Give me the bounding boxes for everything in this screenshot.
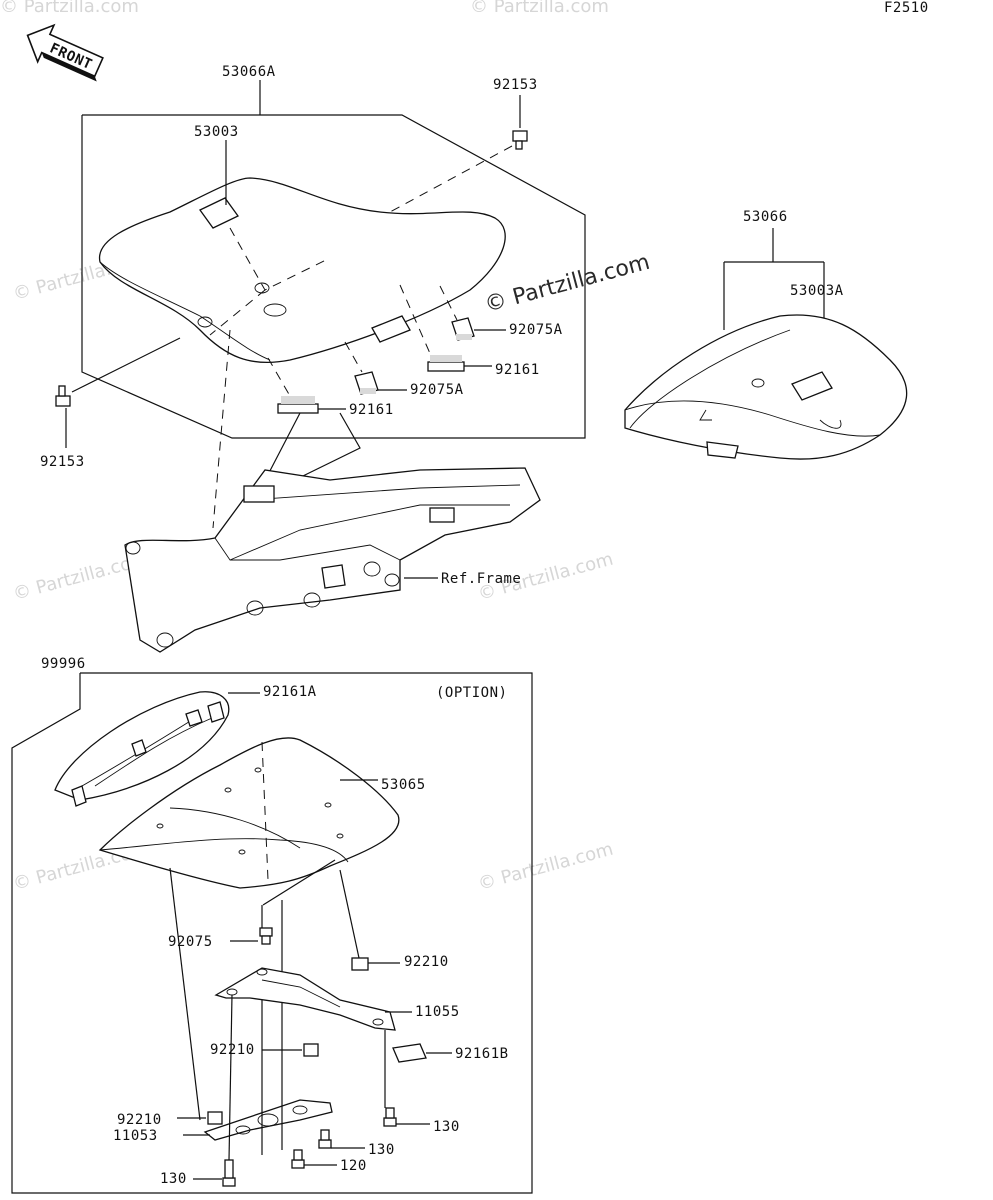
part-label-130-mid: 130 bbox=[368, 1142, 395, 1158]
dashed-seat-frame-left bbox=[212, 329, 231, 529]
front-arrow-icon: FRONT bbox=[26, 23, 104, 82]
lines-bolts bbox=[261, 1000, 283, 1155]
part-label-92153-top: 92153 bbox=[493, 77, 538, 93]
part-label-53066A: 53066A bbox=[222, 64, 276, 80]
bracket-11053 bbox=[203, 1099, 333, 1141]
part-label-120: 120 bbox=[340, 1158, 367, 1174]
part-label-130-bottom: 130 bbox=[160, 1171, 187, 1187]
part-label-11053: 11053 bbox=[113, 1128, 158, 1144]
line-cover-right bbox=[339, 869, 360, 959]
line-cover-left bbox=[169, 867, 201, 1121]
part-label-92161-center: 92161 bbox=[349, 402, 394, 418]
bolt-130-mid bbox=[318, 1129, 332, 1149]
pad-92161B bbox=[392, 1043, 427, 1063]
part-label-92075A-right: 92075A bbox=[509, 322, 563, 338]
dashed-92153-top bbox=[389, 145, 513, 213]
nut-92210-left bbox=[207, 1111, 223, 1125]
part-label-92161B: 92161B bbox=[455, 1046, 509, 1062]
leader-92153-left-b bbox=[71, 337, 181, 393]
pillion-seat-53066 bbox=[624, 314, 908, 460]
dashed-92161-right bbox=[399, 284, 433, 359]
part-label-92153-left: 92153 bbox=[40, 454, 85, 470]
part-label-92161-right: 92161 bbox=[495, 362, 540, 378]
nut-92210-mid bbox=[303, 1043, 319, 1057]
dashed-92075A-center bbox=[344, 341, 363, 373]
line-cover-mid bbox=[262, 859, 336, 906]
part-label-92075: 92075 bbox=[168, 934, 213, 950]
clip-92161-right bbox=[427, 355, 465, 372]
watermark-text: © Partzilla.com bbox=[0, 0, 139, 17]
dashed-92075A-right bbox=[439, 285, 458, 321]
clip-92075A-center bbox=[354, 371, 379, 395]
option-label: (OPTION) bbox=[436, 685, 507, 701]
watermark-text: © Partzilla.com bbox=[470, 0, 609, 17]
watermark-text: © Partzilla.com bbox=[476, 839, 616, 895]
seat-cowl bbox=[54, 691, 230, 807]
bolt-92075 bbox=[259, 927, 273, 945]
rear-frame bbox=[124, 467, 541, 653]
part-label-53003: 53003 bbox=[194, 124, 239, 140]
clip-92161-center bbox=[277, 396, 319, 414]
part-label-11055: 11055 bbox=[415, 1004, 460, 1020]
part-label-53066: 53066 bbox=[743, 209, 788, 225]
bolt-92153-top bbox=[512, 130, 528, 150]
bolt-130-right bbox=[383, 1107, 397, 1127]
bolt-92153-left bbox=[55, 385, 71, 407]
bolt-120 bbox=[291, 1149, 305, 1169]
part-label-92161A: 92161A bbox=[263, 684, 317, 700]
part-label-92075A-center: 92075A bbox=[410, 382, 464, 398]
rider-seat bbox=[98, 177, 506, 364]
group-bracket-53066A bbox=[81, 80, 586, 439]
bracket-11055 bbox=[214, 967, 396, 1031]
figure-code: F2510 bbox=[884, 0, 929, 16]
part-label-99996: 99996 bbox=[41, 656, 86, 672]
part-label-92210-right: 92210 bbox=[404, 954, 449, 970]
bolt-130-bottom bbox=[222, 1159, 236, 1187]
clip-92075A-right bbox=[451, 317, 475, 341]
option-box bbox=[11, 672, 533, 1194]
dashed-92161-center bbox=[267, 357, 291, 397]
part-label-130-right: 130 bbox=[433, 1119, 460, 1135]
part-label-53065: 53065 bbox=[381, 777, 426, 793]
watermark-main: © Partzilla.com bbox=[482, 250, 652, 318]
part-label-92210-mid: 92210 bbox=[210, 1042, 255, 1058]
ref-frame-label: Ref.Frame bbox=[441, 571, 521, 587]
bracket-53066 bbox=[723, 228, 825, 370]
part-label-53003A: 53003A bbox=[790, 283, 844, 299]
solo-cover-53065 bbox=[98, 737, 400, 889]
nut-92210-right bbox=[351, 957, 369, 971]
line-bolt-left bbox=[228, 994, 233, 1161]
part-label-92210-left: 92210 bbox=[117, 1112, 162, 1128]
